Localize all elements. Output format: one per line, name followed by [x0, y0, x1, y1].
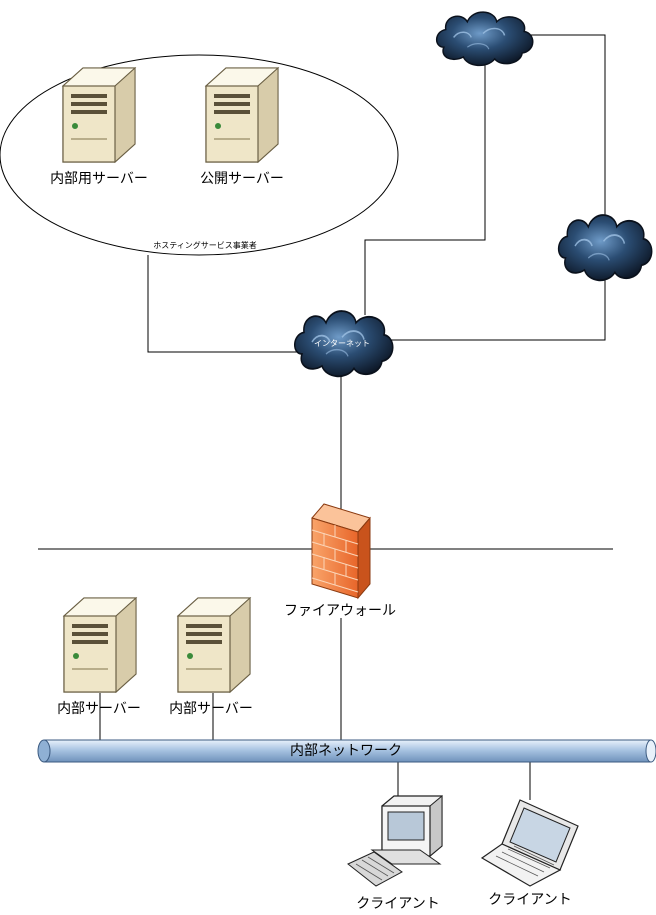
firewall: ファイアウォール — [284, 503, 396, 619]
server-tower-icon — [177, 597, 251, 693]
client-desktop: クライアント — [347, 794, 443, 912]
laptop-icon — [480, 799, 579, 887]
internal-server-label: 内部サーバー — [169, 701, 253, 717]
firewall-label: ファイアウォール — [284, 603, 396, 619]
cloud-top-to-cloud-right-link — [525, 34, 606, 222]
server-tower-icon — [63, 597, 137, 693]
internal-network-label: 内部ネットワーク — [290, 743, 402, 759]
hosting-provider-label: ホスティングサービス事業者 — [153, 240, 257, 250]
internal-server-label: 内部サーバー — [57, 701, 141, 717]
internal-use-server-label: 内部用サーバー — [50, 171, 148, 187]
internet-to-cloud-top-link — [364, 62, 486, 315]
pipe-end-right — [645, 739, 656, 763]
hosting-provider-group: 内部用サーバー 公開サーバー ホスティングサービス事業者 — [0, 54, 399, 256]
internal-server-2: 内部サーバー — [169, 597, 253, 717]
internet-label: インターネット — [314, 339, 370, 348]
cloud-right-to-internet-link — [385, 270, 606, 341]
client-laptop: クライアント — [480, 799, 579, 908]
hosting-provider-boundary — [0, 54, 399, 256]
cloud-icon — [557, 214, 653, 282]
internal-server-1: 内部サーバー — [57, 597, 141, 717]
firewall-icon — [311, 503, 371, 600]
client-label: クライアント — [356, 896, 439, 912]
cloud-icon — [435, 11, 534, 67]
server-tower-icon — [205, 67, 279, 163]
desktop-computer-icon — [347, 794, 443, 887]
client-label: クライアント — [488, 892, 571, 908]
server-tower-icon — [62, 67, 136, 163]
public-server-label: 公開サーバー — [200, 171, 284, 187]
internet-cloud: インターネット — [293, 310, 394, 378]
internal-network-bus: 内部ネットワーク — [37, 739, 656, 763]
hosting-to-internet-link — [147, 255, 300, 353]
pipe-end-left — [37, 739, 51, 763]
